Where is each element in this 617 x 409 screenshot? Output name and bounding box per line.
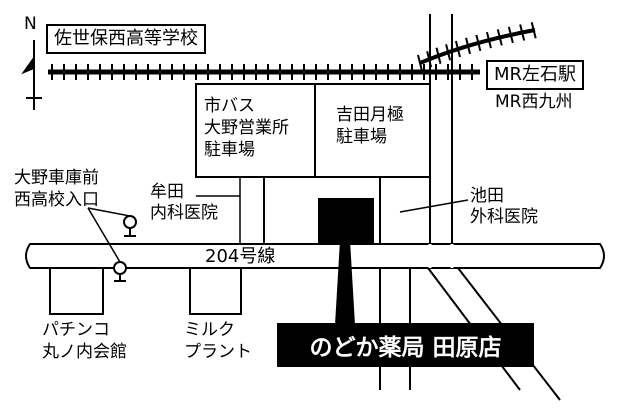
pharmacy-branch: 田原店 bbox=[432, 335, 502, 361]
bus-stop-label-2: 西高校入口 bbox=[14, 190, 99, 210]
north-label: N bbox=[24, 14, 37, 34]
ikeda-leader-line bbox=[399, 199, 469, 213]
bus-stop-icon bbox=[113, 215, 137, 282]
pharmacy-building bbox=[318, 198, 374, 243]
route-204-label: 204号線 bbox=[205, 246, 276, 267]
milk-plant-label-1: ミルク bbox=[184, 320, 235, 340]
bus-garage-label-1: 市バス bbox=[204, 96, 255, 116]
pharmacy-pointer bbox=[335, 240, 355, 325]
ikeda-clinic-label-1: 池田 bbox=[470, 186, 504, 206]
north-arrow-icon bbox=[21, 40, 42, 110]
milk-plant-label-2: プラント bbox=[184, 342, 252, 362]
road-vertical-north bbox=[429, 14, 453, 250]
school-label: 佐世保西高等学校 bbox=[46, 24, 206, 54]
yoshida-parking-building bbox=[314, 83, 431, 178]
railway-line bbox=[48, 21, 537, 80]
milk-plant-building bbox=[189, 267, 242, 315]
muta-clinic-label-1: 牟田 bbox=[150, 182, 184, 202]
yoshida-parking-label-2: 駐車場 bbox=[336, 127, 387, 147]
pachinko-building bbox=[49, 267, 104, 315]
bus-stop-leader-lines bbox=[87, 207, 131, 263]
pharmacy-name: のどか薬局 bbox=[309, 335, 425, 361]
pachinko-label-1: パチンコ bbox=[42, 320, 110, 340]
pachinko-label-2: 丸ノ内会館 bbox=[42, 342, 127, 362]
ikeda-clinic-building bbox=[379, 176, 430, 244]
bus-garage-building bbox=[195, 83, 316, 178]
bus-stop-label-1: 大野車庫前 bbox=[14, 168, 99, 188]
pharmacy-title: のどか薬局 田原店 bbox=[277, 323, 534, 367]
railway-line-label: MR西九州 bbox=[495, 92, 573, 112]
bus-garage-label-2: 大野営業所 bbox=[204, 118, 289, 138]
muta-clinic-label-2: 内科医院 bbox=[150, 203, 218, 223]
yoshida-parking-label-1: 吉田月極 bbox=[336, 105, 404, 125]
station-label: MR左石駅 bbox=[486, 60, 585, 90]
route-204-road bbox=[25, 243, 605, 269]
ikeda-clinic-label-2: 外科医院 bbox=[470, 207, 538, 227]
bus-garage-label-3: 駐車場 bbox=[204, 140, 255, 160]
